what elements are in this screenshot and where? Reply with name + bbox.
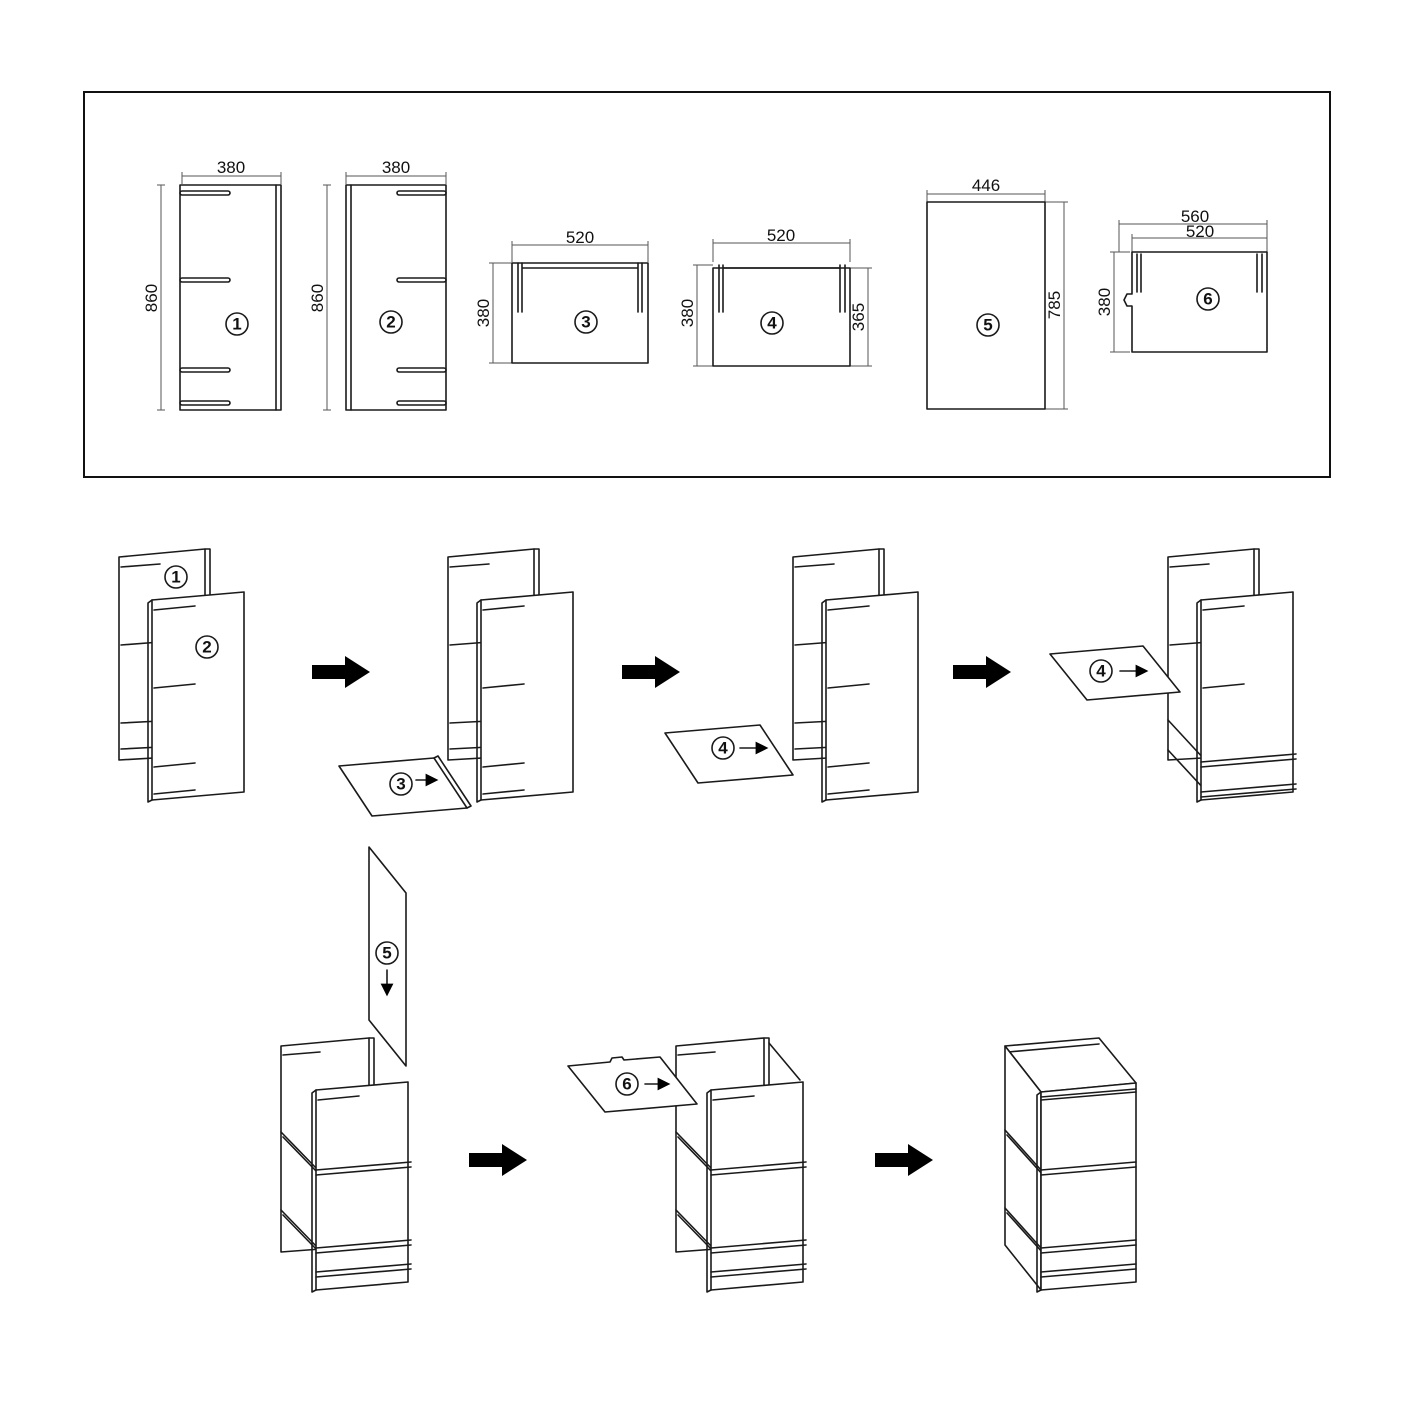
step-6: 6 — [567, 1037, 807, 1293]
step-arrow-1 — [312, 656, 370, 688]
step-arrow-5 — [875, 1144, 933, 1176]
part-4-number: 4 — [767, 314, 777, 333]
parts-panel-frame — [83, 91, 1331, 478]
step-1-label-a: 1 — [171, 568, 180, 587]
part-3-number: 3 — [581, 313, 590, 332]
part-5: 446 785 5 — [926, 176, 1068, 410]
part-4-height-right: 365 — [849, 303, 868, 331]
part-3-width: 520 — [566, 228, 594, 247]
part-4-height: 380 — [678, 299, 697, 327]
part-5-width: 446 — [972, 176, 1000, 195]
step-2: 3 — [338, 548, 574, 817]
step-2-label-a: 3 — [396, 775, 405, 794]
step-4: 4 — [1049, 548, 1297, 803]
part-2-width: 380 — [382, 158, 410, 177]
step-5: 5 — [280, 846, 412, 1293]
part-1-height: 860 — [142, 284, 161, 312]
part-2-height: 860 — [308, 284, 327, 312]
part-6-width-inner: 520 — [1186, 222, 1214, 241]
step-4-label-a: 4 — [1096, 662, 1106, 681]
part-3-height: 380 — [474, 299, 493, 327]
part-2: 380 860 2 — [308, 158, 447, 411]
part-1-width: 380 — [217, 158, 245, 177]
part-6-height: 380 — [1095, 288, 1114, 316]
step-1: 1 2 — [118, 548, 245, 803]
step-3-label-a: 4 — [718, 739, 728, 758]
part-4: 520 380 365 4 — [678, 226, 872, 367]
part-5-number: 5 — [983, 316, 992, 335]
part-2-number: 2 — [386, 313, 395, 332]
step-1-label-b: 2 — [202, 638, 211, 657]
step-arrow-4 — [469, 1144, 527, 1176]
part-6-width-outer: 560 — [1181, 207, 1209, 226]
step-6-label-a: 6 — [622, 1075, 631, 1094]
part-5-height: 785 — [1045, 291, 1064, 319]
part-6-number: 6 — [1203, 290, 1212, 309]
final-assembly — [1004, 1037, 1137, 1293]
part-1-number: 1 — [232, 315, 241, 334]
step-3: 4 — [664, 548, 919, 803]
part-6: 560 520 380 6 — [1095, 207, 1268, 353]
part-1: 380 860 1 — [142, 158, 282, 411]
step-arrow-2 — [622, 656, 680, 688]
part-3: 520 380 3 — [474, 228, 649, 364]
step-5-label-a: 5 — [382, 944, 391, 963]
part-4-width: 520 — [767, 226, 795, 245]
step-arrow-3 — [953, 656, 1011, 688]
